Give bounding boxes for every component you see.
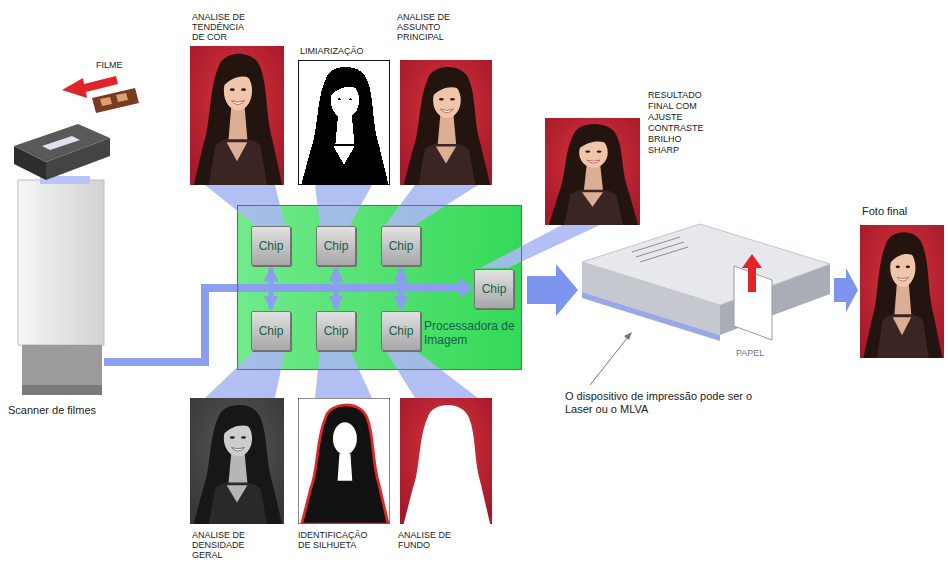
bidirectional-arrow bbox=[399, 268, 404, 309]
printer-device bbox=[582, 224, 830, 341]
image-caption: Foto final bbox=[862, 205, 942, 218]
film-strip bbox=[92, 88, 139, 113]
photo-thumbnail bbox=[302, 405, 388, 524]
chip-label: Chip bbox=[389, 239, 414, 253]
photo-thumbnail bbox=[338, 454, 353, 481]
leader-line bbox=[590, 337, 628, 385]
part-label: PAPEL bbox=[736, 348, 776, 358]
data-bus bbox=[460, 278, 473, 298]
film-scanner bbox=[14, 124, 110, 162]
photo-thumbnail bbox=[190, 46, 944, 524]
chip-label: Chip bbox=[259, 239, 284, 253]
printer-device bbox=[640, 247, 688, 262]
chip-label: Chip bbox=[389, 324, 414, 338]
board-title: Processadora de Imagem bbox=[424, 319, 516, 347]
film-strip bbox=[62, 76, 139, 113]
printer-device bbox=[582, 224, 830, 305]
connector-layer bbox=[271, 268, 401, 309]
part-label: Scanner de filmes bbox=[8, 404, 118, 417]
chip-box: Chip bbox=[251, 311, 291, 351]
chip-label: Chip bbox=[324, 324, 349, 338]
chip-box: Chip bbox=[316, 226, 356, 266]
bidirectional-arrow bbox=[269, 268, 274, 309]
photo-thumbnail bbox=[545, 118, 640, 225]
chip-box: Chip bbox=[381, 311, 421, 351]
photo-thumbnail bbox=[333, 422, 357, 454]
film-scanner bbox=[22, 345, 102, 395]
image-funnel bbox=[385, 350, 478, 398]
printer-device bbox=[582, 292, 720, 341]
leader-line bbox=[590, 332, 632, 385]
photo-thumbnail bbox=[860, 225, 944, 358]
printer-device bbox=[632, 237, 680, 252]
photo-thumbnail bbox=[190, 46, 284, 185]
image-caption: ANALISE DE ASSUNTO PRINCIPAL bbox=[397, 12, 467, 42]
note-text: O dispositivo de impressão pode ser o La… bbox=[565, 390, 770, 416]
image-funnel bbox=[205, 185, 600, 398]
image-caption: ANALISE DE DENSIDADE GERAL bbox=[192, 530, 254, 560]
chip-box: Chip bbox=[316, 311, 356, 351]
image-caption: IDENTIFICAÇÃO DE SILHUETA bbox=[298, 530, 380, 550]
image-caption: ANALISE DE FUNDO bbox=[398, 530, 460, 550]
image-funnel bbox=[205, 350, 285, 398]
chip-box: Chip bbox=[474, 269, 514, 309]
photo-thumbnail bbox=[298, 60, 390, 185]
photo-thumbnail bbox=[190, 398, 284, 524]
flow-arrow bbox=[527, 264, 578, 316]
printer-device bbox=[636, 242, 684, 257]
bidirectional-arrow bbox=[334, 268, 339, 309]
data-bus bbox=[104, 288, 462, 362]
photo-thumbnail bbox=[400, 398, 492, 524]
flow-arrow bbox=[834, 268, 858, 312]
processor-board: Processadora de ImagemChipChipChipChipCh… bbox=[237, 205, 522, 370]
chip-label: Chip bbox=[259, 324, 284, 338]
image-caption: ANALISE DE TENDÊNCIA DE COR bbox=[192, 12, 254, 42]
photo-thumbnail bbox=[298, 398, 390, 524]
film-scanner bbox=[22, 385, 102, 395]
photo-thumbnail bbox=[298, 60, 390, 185]
photo-thumbnail bbox=[404, 405, 490, 524]
image-caption: LIMIARIZAÇÃO bbox=[300, 46, 390, 56]
photo-thumbnail bbox=[400, 60, 492, 185]
photo-thumbnail bbox=[298, 398, 390, 524]
data-bus bbox=[104, 278, 473, 362]
leader-line bbox=[624, 332, 632, 340]
chip-box: Chip bbox=[251, 226, 291, 266]
part-label: FILME bbox=[96, 60, 136, 70]
film-scanner bbox=[42, 136, 80, 150]
film-strip bbox=[100, 97, 112, 106]
chip-label: Chip bbox=[324, 239, 349, 253]
film-scanner bbox=[14, 124, 110, 395]
photo-thumbnail bbox=[298, 60, 389, 184]
printer-device bbox=[742, 254, 762, 292]
chip-box: Chip bbox=[381, 226, 421, 266]
photo-thumbnail bbox=[400, 398, 492, 524]
image-funnel bbox=[315, 350, 372, 398]
film-scanner bbox=[18, 180, 104, 345]
film-strip bbox=[116, 93, 128, 102]
image-caption: RESULTADO FINAL COM AJUSTE CONTRASTE BRI… bbox=[648, 90, 708, 156]
chip-label: Chip bbox=[482, 282, 507, 296]
